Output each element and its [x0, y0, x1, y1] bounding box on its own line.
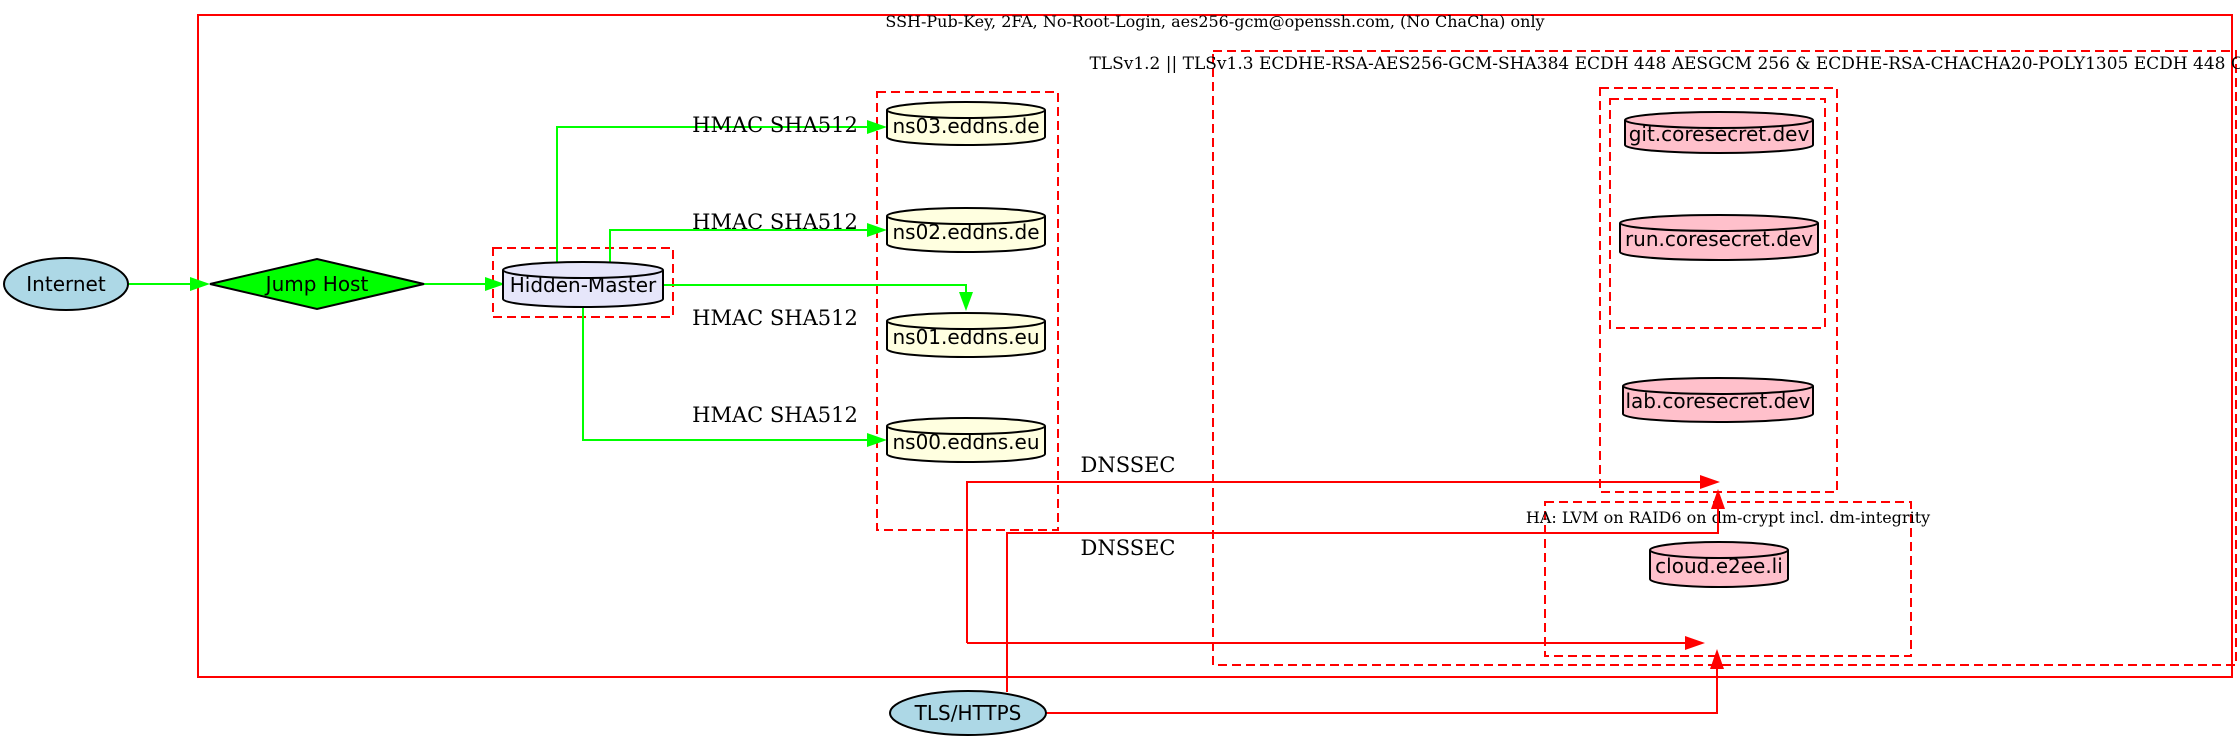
edge-label-hmac-ns03: HMAC SHA512	[692, 113, 858, 137]
edge-dnssec-to-coresecret	[966, 475, 1720, 643]
cluster-ha-label: HA: LVM on RAID6 on dm-crypt incl. dm-in…	[1526, 508, 1930, 527]
ns02-cylinder	[886, 207, 1046, 253]
edge-tlshttps-to-coresecret	[1006, 489, 1725, 692]
arrowhead-up	[1710, 649, 1724, 669]
arrowhead-right	[867, 433, 887, 447]
arrowhead-right	[1700, 475, 1720, 489]
arrowhead-right	[1685, 636, 1705, 650]
cluster-tls-border	[1212, 50, 2237, 666]
node-lab-coresecret: lab.coresecret.dev	[1622, 377, 1814, 423]
edge-label-dnssec-2: DNSSEC	[1080, 536, 1175, 560]
ns00-cylinder	[886, 417, 1046, 463]
arrowhead-right	[867, 223, 887, 237]
ns03-cylinder	[886, 101, 1046, 146]
ns00-label: ns00.eddns.eu	[892, 430, 1039, 454]
node-ns03: ns03.eddns.de	[886, 101, 1046, 146]
cluster-ha-border	[1544, 501, 1912, 657]
jump-host-label: Jump Host	[264, 272, 369, 296]
lab-label: lab.coresecret.dev	[1625, 389, 1810, 413]
edge-hiddenmaster-to-ns03	[556, 120, 887, 262]
edge-label-hmac-ns02: HMAC SHA512	[692, 210, 858, 234]
node-cloud-e2ee: cloud.e2ee.li	[1649, 541, 1789, 588]
internet-label: Internet	[26, 272, 106, 296]
ns02-label: ns02.eddns.de	[892, 220, 1039, 244]
edge-internet-to-jumphost	[128, 277, 210, 291]
git-label: git.coresecret.dev	[1629, 122, 1810, 146]
edge-label-hmac-ns01: HMAC SHA512	[692, 306, 858, 330]
node-git-coresecret: git.coresecret.dev	[1624, 111, 1814, 154]
hidden-master-label: Hidden-Master	[510, 273, 657, 297]
node-ns02: ns02.eddns.de	[886, 207, 1046, 253]
arrowhead-right	[190, 277, 210, 291]
tls-https-ellipse	[889, 690, 1047, 736]
node-internet: Internet	[3, 257, 129, 311]
cluster-ssh-border	[197, 14, 2233, 678]
ns01-label: ns01.eddns.eu	[892, 325, 1039, 349]
internet-ellipse	[3, 257, 129, 311]
edge-hiddenmaster-to-ns02	[609, 223, 887, 262]
edge-jumphost-to-hiddenmaster	[424, 277, 505, 291]
cluster-git-run-border	[1609, 98, 1826, 329]
arrowhead-up	[1711, 489, 1725, 509]
node-jump-host: Jump Host	[209, 257, 425, 311]
cluster-ssh-hardening: SSH-Pub-Key, 2FA, No-Root-Login, aes256-…	[197, 12, 2233, 678]
node-run-coresecret: run.coresecret.dev	[1619, 214, 1819, 261]
cluster-tls-ciphers: TLSv1.2 || TLSv1.3 ECDHE-RSA-AES256-GCM-…	[1089, 50, 2240, 666]
cloud-cylinder	[1649, 541, 1789, 588]
edge-label-hmac-ns00: HMAC SHA512	[692, 403, 858, 427]
cloud-label: cloud.e2ee.li	[1655, 554, 1783, 578]
arrowhead-down	[959, 292, 973, 311]
hidden-master-cylinder	[502, 261, 664, 308]
git-cylinder	[1624, 111, 1814, 154]
edge-label-dnssec-1: DNSSEC	[1080, 453, 1175, 477]
cluster-eddns-border	[876, 91, 1059, 531]
run-label: run.coresecret.dev	[1625, 227, 1813, 251]
node-tls-https: TLS/HTTPS	[889, 690, 1047, 736]
ns03-label: ns03.eddns.de	[892, 114, 1039, 138]
edge-dnssec-to-ha	[967, 636, 1705, 650]
arrowhead-right	[867, 120, 887, 134]
node-ns01: ns01.eddns.eu	[886, 312, 1046, 358]
edge-hiddenmaster-to-ns00	[582, 307, 887, 447]
cluster-ha-storage: HA: LVM on RAID6 on dm-crypt incl. dm-in…	[1526, 501, 1930, 657]
node-hidden-master: Hidden-Master	[502, 261, 664, 308]
run-cylinder	[1619, 214, 1819, 261]
node-ns00: ns00.eddns.eu	[886, 417, 1046, 463]
tls-https-label: TLS/HTTPS	[914, 701, 1022, 725]
lab-cylinder	[1622, 377, 1814, 423]
ns01-cylinder	[886, 312, 1046, 358]
cluster-ssh-label: SSH-Pub-Key, 2FA, No-Root-Login, aes256-…	[885, 12, 1544, 31]
cluster-tls-label: TLSv1.2 || TLSv1.3 ECDHE-RSA-AES256-GCM-…	[1089, 54, 2240, 74]
edge-hiddenmaster-to-ns01	[663, 284, 973, 311]
jump-host-diamond	[209, 257, 425, 311]
arrowhead-right	[485, 277, 505, 291]
edge-tlshttps-to-ha	[1046, 649, 1724, 714]
